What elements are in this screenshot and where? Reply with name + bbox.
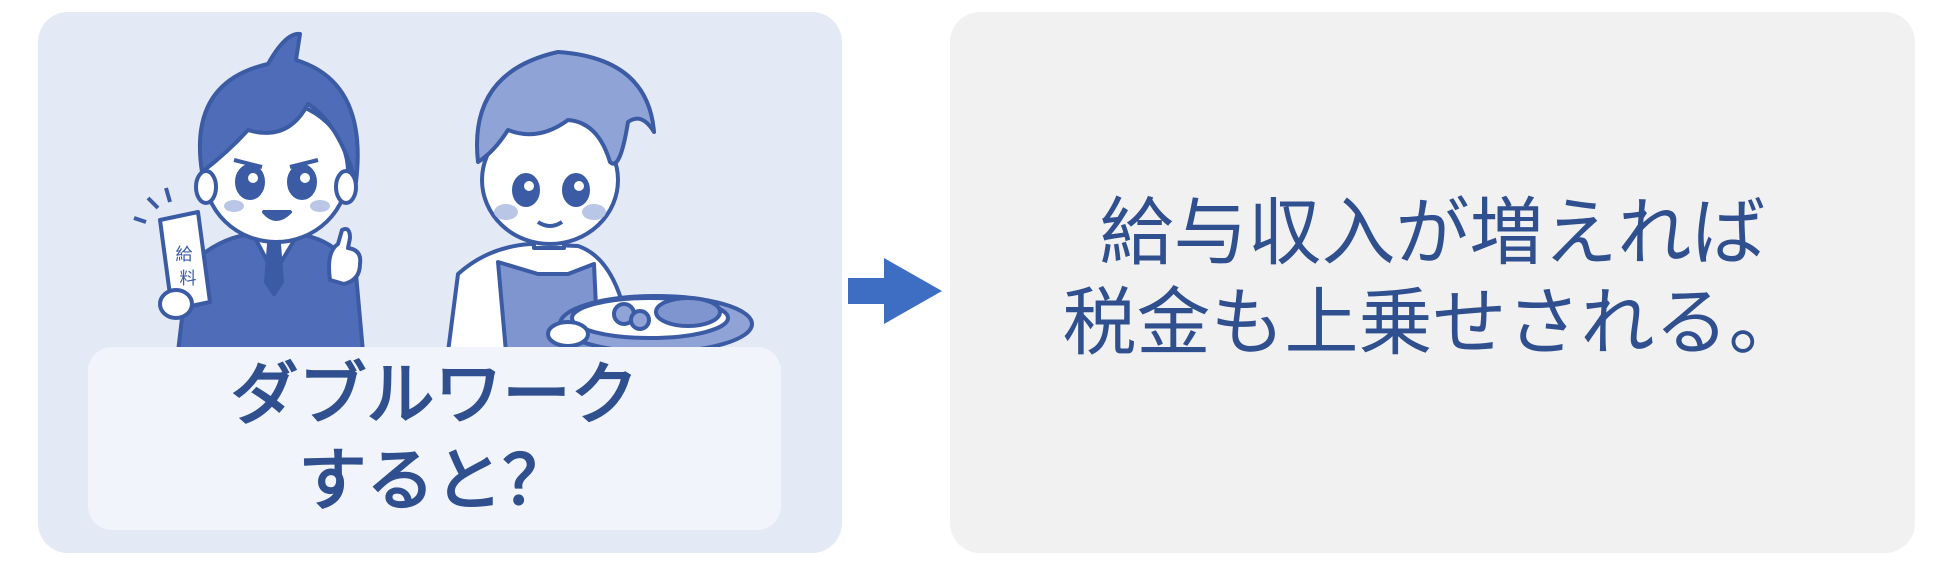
caption-line-2: すると？: [298, 441, 571, 521]
arrow-right-icon: [848, 258, 942, 324]
salary-envelope: 給 料: [158, 210, 212, 312]
right-panel: 給与収入が増えれば 税金も上乗せされる。: [950, 12, 1915, 553]
caption-line-1: ダブルワーク: [230, 355, 639, 435]
caption-box: ダブルワーク すると？: [88, 347, 781, 530]
left-panel: 給 料: [38, 12, 842, 553]
message-line-2: 税金も上乗せされる。: [1062, 279, 1803, 366]
message-line-1: 給与収入が増えれば: [1099, 189, 1766, 276]
waiter-illustration: [446, 50, 754, 354]
message: 給与収入が増えれば 税金も上乗せされる。: [950, 12, 1915, 553]
businessman-illustration: 給 料: [133, 31, 365, 354]
envelope-text-1: 給: [176, 245, 193, 265]
envelope-text-2: 料: [180, 269, 197, 289]
illustration: 給 料: [133, 31, 754, 354]
